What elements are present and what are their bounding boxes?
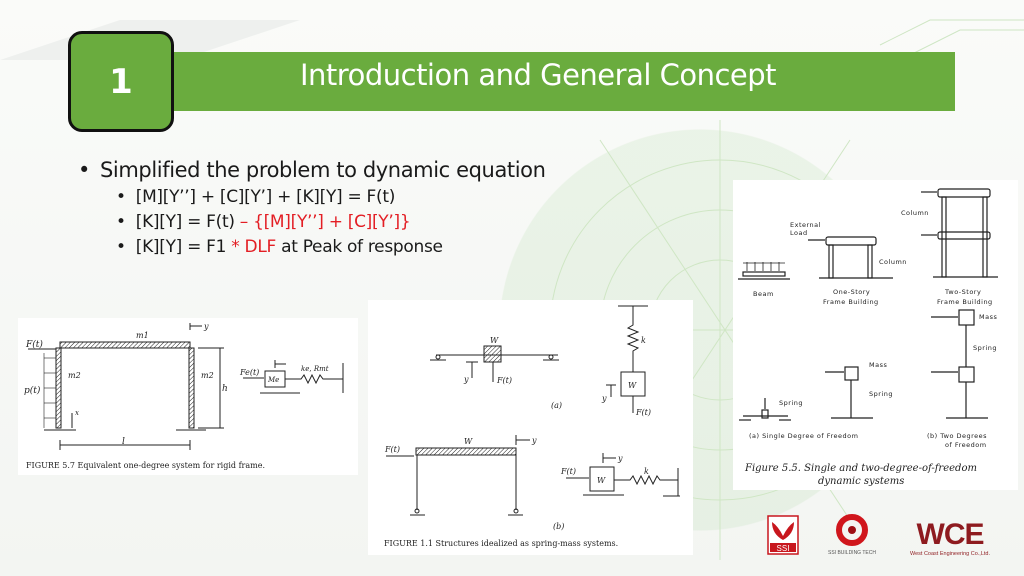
label-one-story: Frame Building	[823, 298, 879, 306]
label-y: y	[601, 394, 607, 403]
figure-rigid-frame: F(t) p(t) m1 m2 m2 y x h l Fe(t) Me ke, …	[18, 318, 358, 475]
slide-title: Introduction and General Concept	[300, 58, 777, 92]
label-external-load: External	[790, 221, 821, 229]
label-me: Me	[267, 376, 279, 384]
label-m2-right: m2	[201, 371, 214, 380]
bullet-sub-2: •[K][Y] = F(t) – {[M][Y’’] + [C][Y’]}	[116, 212, 411, 232]
label-m2-left: m2	[68, 371, 81, 380]
equation-red-text: – {[M][Y’’] + [C][Y’]}	[234, 212, 411, 232]
label-y: y	[617, 454, 623, 463]
label-w: W	[597, 476, 606, 485]
equation-text: [M][Y’’] + [C][Y’] + [K][Y] = F(t)	[135, 187, 396, 207]
wce-logo-text: WCE	[917, 518, 984, 551]
section-number-badge: 1	[68, 31, 174, 132]
figure-caption: Figure 5.5. Single and two-degree-of-fre…	[744, 463, 977, 474]
label-ft: F(t)	[384, 445, 400, 454]
ssi-building-tech-text: SSI BUILDING TECH	[828, 550, 876, 556]
figure-caption: FIGURE 5.7 Equivalent one-degree system …	[26, 461, 265, 470]
label-a: (a)	[551, 401, 562, 410]
label-external-load: Load	[790, 229, 808, 237]
label-w: W	[490, 336, 499, 345]
equation-text: [K][Y] = F(t)	[135, 212, 235, 232]
label-ft: F(t)	[635, 408, 651, 417]
label-w: W	[464, 437, 473, 446]
equation-text: [K][Y] = F1	[135, 237, 232, 257]
label-y: y	[531, 436, 537, 445]
label-m1: m1	[136, 331, 149, 340]
bullet-list: •Simplified the problem to dynamic equat…	[78, 158, 546, 257]
label-beam: Beam	[753, 290, 774, 298]
sponsor-logos: SSI SSI BUILDING TECH WCE West Coast Eng…	[758, 512, 1008, 562]
label-x: x	[75, 409, 79, 417]
ssi-building-tech-logo: SSI BUILDING TECH	[828, 514, 876, 556]
label-k: k	[641, 336, 646, 345]
label-sdof: (a) Single Degree of Freedom	[749, 432, 858, 440]
label-tdof: of Freedom	[945, 441, 987, 449]
figure-caption: FIGURE 1.1 Structures idealized as sprin…	[384, 539, 618, 548]
label-y: y	[203, 322, 209, 331]
label-k: k	[644, 467, 649, 476]
label-spring: Spring	[973, 344, 997, 352]
label-spring: Spring	[869, 390, 893, 398]
label-h: h	[222, 384, 228, 394]
title-banner	[140, 52, 955, 111]
label-two-story: Frame Building	[937, 298, 993, 306]
label-tdof: (b) Two Degrees	[927, 432, 987, 440]
label-column: Column	[901, 209, 929, 217]
wce-logo: WCE West Coast Engineering Co.,Ltd.	[910, 518, 990, 557]
bullet-sub-1: •[M][Y’’] + [C][Y’] + [K][Y] = F(t)	[116, 187, 396, 207]
label-force: F(t)	[25, 339, 43, 350]
label-ft: F(t)	[560, 467, 576, 476]
label-spring: Spring	[779, 399, 803, 407]
bullet-main: •Simplified the problem to dynamic equat…	[78, 158, 546, 182]
label-l: l	[122, 437, 125, 447]
label-column: Column	[879, 258, 907, 266]
wce-full-name: West Coast Engineering Co.,Ltd.	[910, 551, 990, 557]
label-mass: Mass	[869, 361, 887, 369]
ssi-logo: SSI	[767, 515, 799, 555]
bullet-main-text: Simplified the problem to dynamic equati…	[100, 158, 546, 182]
figure-dof-systems: External Load Column Column Beam One-Sto…	[733, 180, 1018, 490]
figure-caption: dynamic systems	[818, 476, 904, 487]
equation-red-text: * DLF	[231, 237, 276, 257]
label-ft: F(t)	[496, 376, 512, 385]
label-y: y	[463, 375, 469, 384]
label-load: p(t)	[24, 385, 41, 396]
figure-spring-mass: W y F(t) k W y F(t) (a) F(t) W y F(t) W …	[368, 300, 693, 555]
ssi-logo-text: SSI	[777, 544, 790, 553]
label-w: W	[628, 381, 637, 390]
equation-text: at Peak of response	[276, 237, 443, 257]
label-b: (b)	[553, 522, 564, 531]
label-mass: Mass	[979, 313, 997, 321]
label-spring: ke, Rmt	[301, 365, 329, 373]
label-one-story: One-Story	[833, 288, 870, 296]
bullet-sub-3: •[K][Y] = F1 * DLF at Peak of response	[116, 237, 443, 257]
label-two-story: Two-Story	[944, 288, 981, 296]
section-number: 1	[109, 61, 133, 102]
label-fe: Fe(t)	[239, 368, 259, 377]
